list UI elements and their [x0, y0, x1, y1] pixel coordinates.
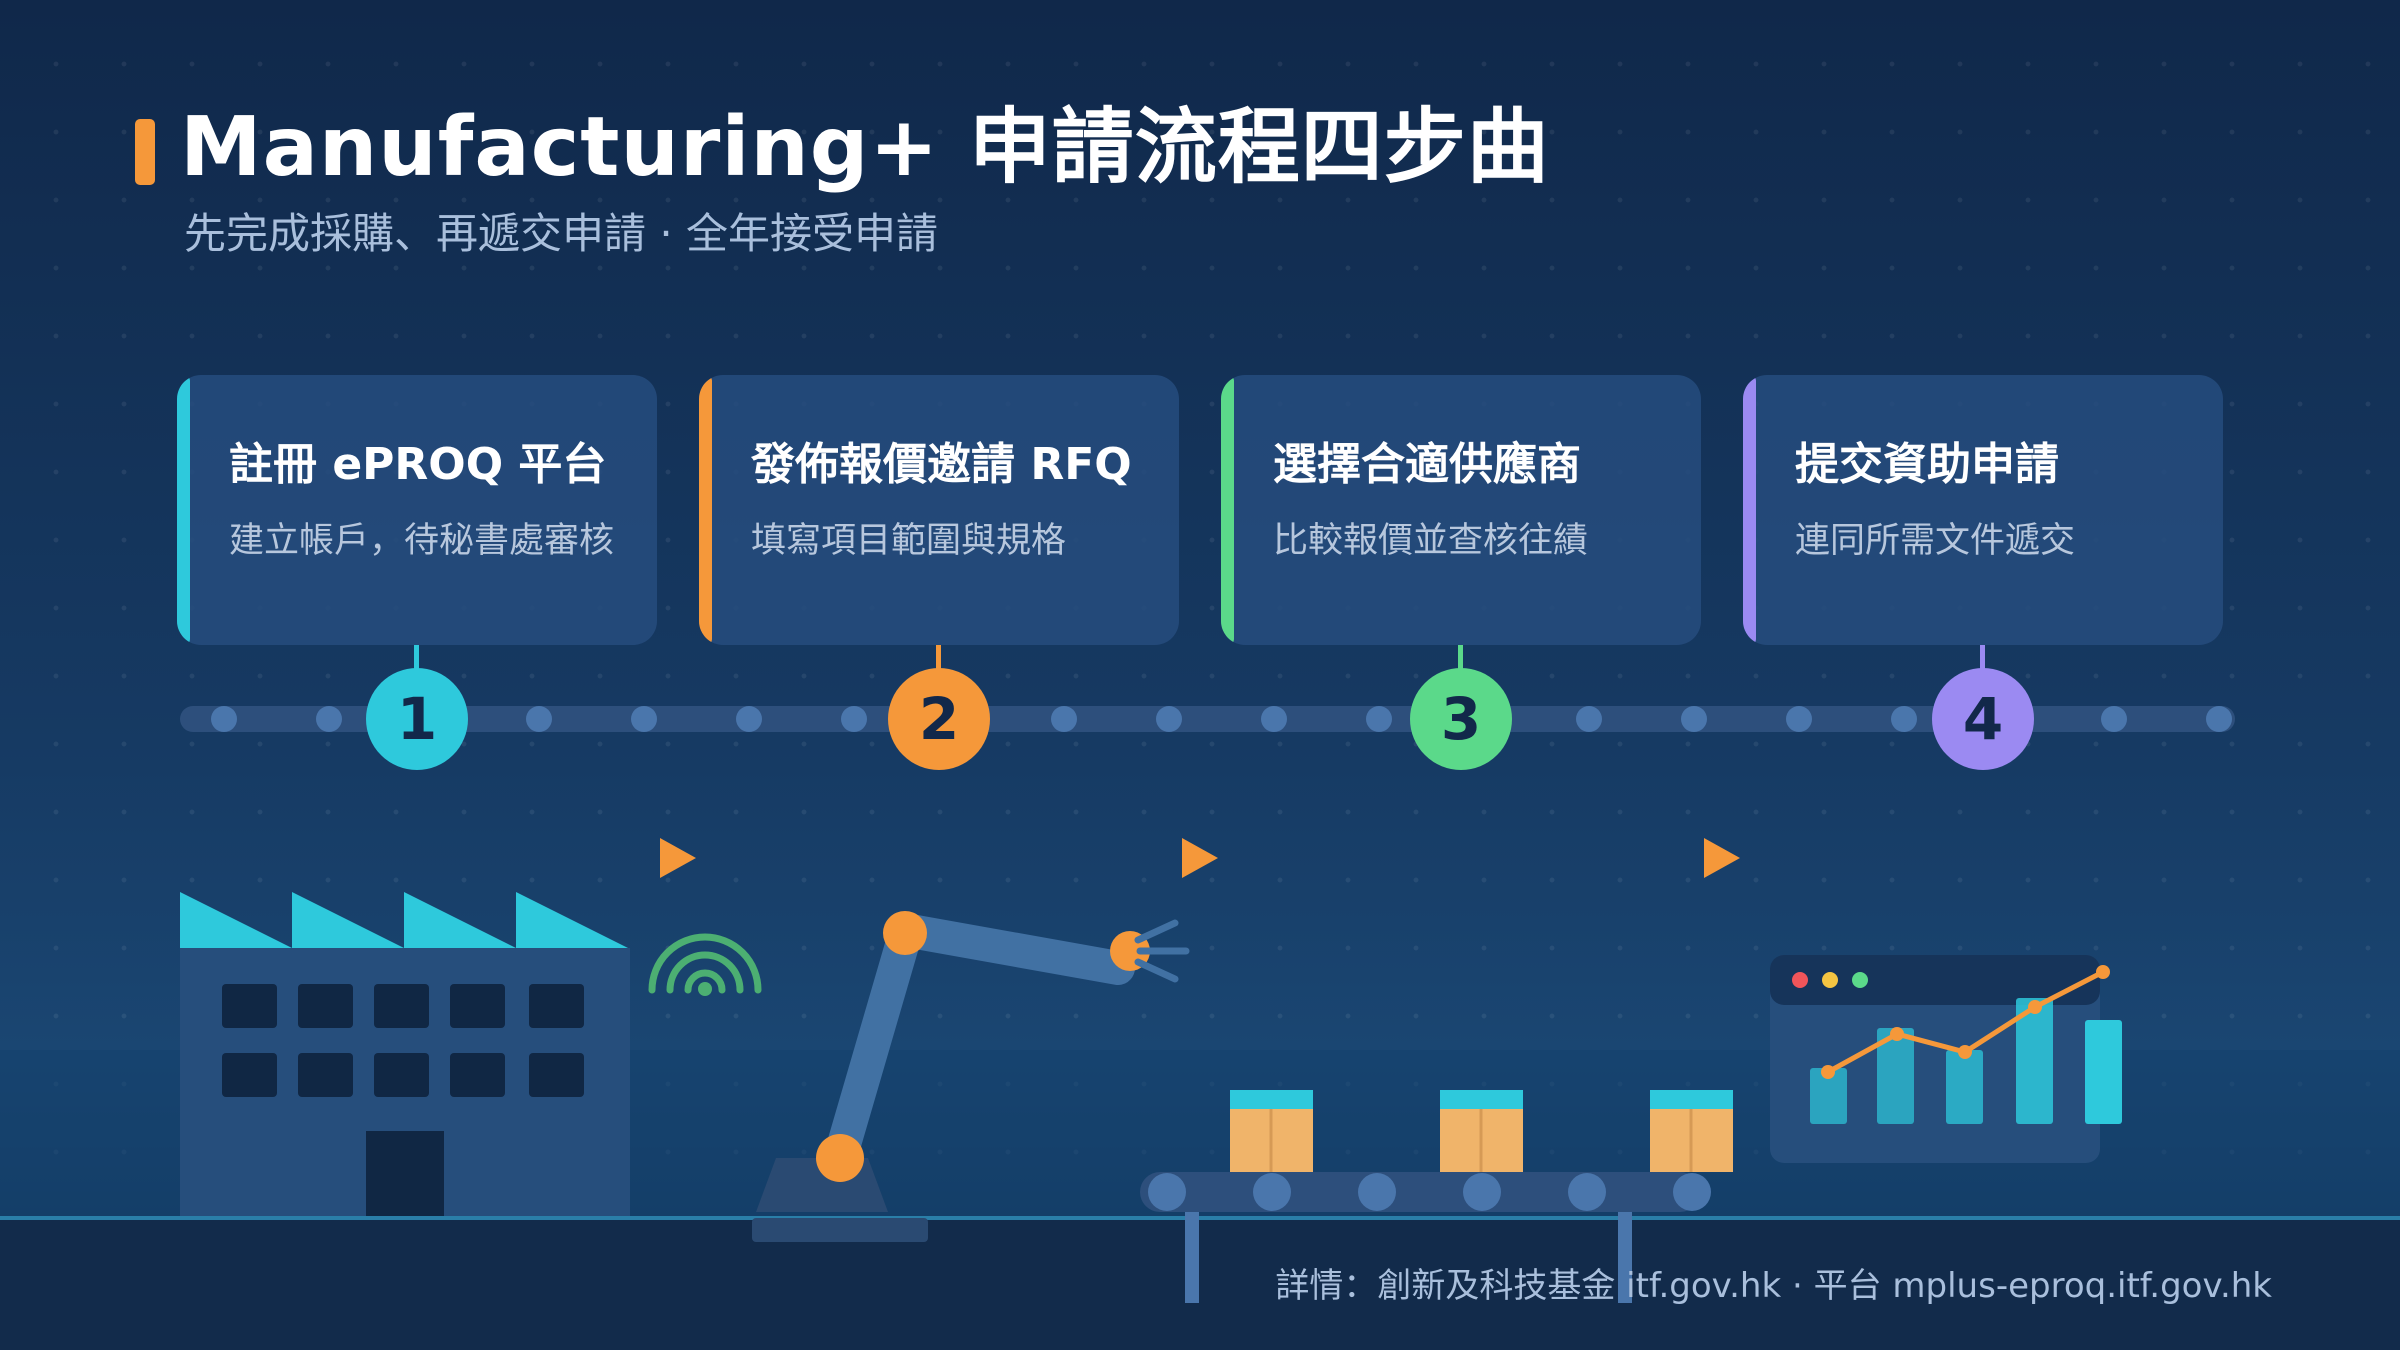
step-card-accent — [1743, 375, 1756, 645]
title-accent-bar — [135, 119, 155, 185]
timeline-dot — [1366, 706, 1392, 732]
timeline-dot — [316, 706, 342, 732]
step-card-2: 發佈報價邀請 RFQ 填寫項目範圍與規格 — [699, 375, 1179, 645]
timeline-dot — [1681, 706, 1707, 732]
timeline-dot — [1051, 706, 1077, 732]
step-connector — [1980, 645, 1985, 675]
step-card-accent — [699, 375, 712, 645]
step-card-accent — [177, 375, 190, 645]
step-connector — [936, 645, 941, 675]
timeline-dot — [1786, 706, 1812, 732]
timeline-dot — [1891, 706, 1917, 732]
step-title: 發佈報價邀請 RFQ — [751, 439, 1132, 490]
step-title: 提交資助申請 — [1795, 439, 2059, 490]
step-title: 註冊 ePROQ 平台 — [229, 439, 607, 490]
step-card-accent — [1221, 375, 1234, 645]
page-subtitle: 先完成採購、再遞交申請 · 全年接受申請 — [184, 209, 939, 258]
timeline-dot — [1156, 706, 1182, 732]
page-title: Manufacturing+ 申請流程四步曲 — [180, 100, 1550, 195]
timeline-dot — [1576, 706, 1602, 732]
step-number-3: 3 — [1410, 668, 1512, 770]
footer-note: 詳情：創新及科技基金 itf.gov.hk · 平台 mplus-eproq.i… — [1275, 1266, 2272, 1306]
timeline-dot — [631, 706, 657, 732]
robot-arm-icon — [752, 911, 1190, 1242]
step-number-1: 1 — [366, 668, 468, 770]
step-card-1: 註冊 ePROQ 平台 建立帳戶，待秘書處審核 — [177, 375, 657, 645]
timeline-dot — [2101, 706, 2127, 732]
timeline-dot — [211, 706, 237, 732]
step-connector — [1458, 645, 1463, 675]
step-connector — [414, 645, 419, 675]
step-card-4: 提交資助申請 連同所需文件遞交 — [1743, 375, 2223, 645]
step-number-4: 4 — [1932, 668, 2034, 770]
timeline-dot — [736, 706, 762, 732]
step-number-2: 2 — [888, 668, 990, 770]
wifi-icon — [648, 933, 762, 996]
step-description: 比較報價並查核往績 — [1273, 521, 1589, 561]
timeline-dot — [841, 706, 867, 732]
step-description: 填寫項目範圍與規格 — [751, 521, 1067, 561]
factory-icon — [180, 892, 630, 1216]
floor-bottom — [0, 1218, 2400, 1350]
timeline-dot — [1261, 706, 1287, 732]
floor-line — [0, 1216, 2400, 1220]
flow-arrow-icon — [1182, 838, 1218, 878]
step-description: 連同所需文件遞交 — [1795, 521, 2076, 561]
step-title: 選擇合適供應商 — [1273, 439, 1581, 490]
flow-arrow-icon — [1704, 838, 1740, 878]
flow-arrow-icon — [660, 838, 696, 878]
chart-dashboard-icon — [1770, 955, 2122, 1163]
timeline-dot — [2206, 706, 2232, 732]
conveyor-belt-icon — [1140, 1090, 1733, 1303]
step-card-3: 選擇合適供應商 比較報價並查核往績 — [1221, 375, 1701, 645]
timeline-dot — [526, 706, 552, 732]
step-description: 建立帳戶，待秘書處審核 — [229, 521, 615, 561]
